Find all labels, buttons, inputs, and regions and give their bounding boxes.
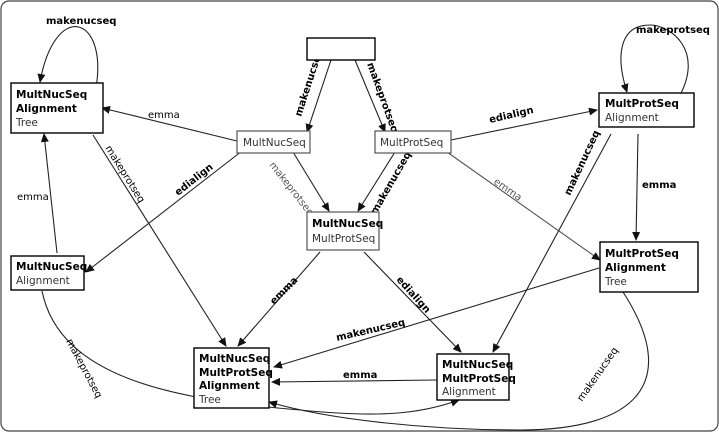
label-emma-bottom: emma xyxy=(343,370,377,381)
edge-center-to-bottom-right xyxy=(363,251,462,353)
node-prot-align-tree-line1: MultProtSeq xyxy=(605,248,679,260)
edge-root-to-multprotseq xyxy=(354,59,386,133)
node-multnucseq[interactable]: MultNucSeq xyxy=(236,130,311,154)
node-nuc-align-tree[interactable]: MultNucSeq Alignment Tree xyxy=(10,82,104,134)
node-nuc-align-line2: Alignment xyxy=(16,275,70,287)
edge-multnucseq-to-center xyxy=(292,151,330,212)
edge-center-to-bottom-left xyxy=(237,251,321,347)
node-nuc-align-tree-line1: MultNucSeq xyxy=(16,89,87,101)
edge-root-to-multnucseq xyxy=(305,59,332,133)
label-emma-center: emma xyxy=(268,275,300,307)
node-multprotseq-line1: MultProtSeq xyxy=(380,137,443,149)
label-edialign-center: edialign xyxy=(394,275,432,316)
node-nuc-prot-align-tree-line2: MultProtSeq xyxy=(199,367,273,379)
edge-multnucseq-to-nuc-align xyxy=(85,150,243,273)
label-makenucseq-right-curve: makenucseq xyxy=(575,346,620,404)
label-edialign-nuc: edialign xyxy=(173,162,215,199)
node-nuc-prot-align[interactable]: MultNucSeq MultProtSeq Alignment xyxy=(436,353,516,401)
edge-makeprotseq-loop xyxy=(620,24,689,98)
edge-nuc-align-to-nuc-align-tree xyxy=(40,133,58,254)
label-emma-prot-gray: emma xyxy=(491,176,523,203)
node-nuc-align[interactable]: MultNucSeq Alignment xyxy=(10,255,87,291)
edge-makenucseq-loop xyxy=(37,26,99,89)
node-prot-align-line2: Alignment xyxy=(605,112,659,124)
label-makenucseq-loop: makenucseq xyxy=(46,16,116,27)
node-prot-align-line1: MultProtSeq xyxy=(605,98,679,110)
node-nuc-prot-center-line2: MultProtSeq xyxy=(312,233,375,245)
edge-labels: makenucseq makeprotseq makenucseq makepr… xyxy=(17,16,710,404)
label-emma-left: emma xyxy=(17,192,49,203)
edge-prot-align-to-prot-align-tree xyxy=(632,133,641,241)
edge-multprotseq-to-center xyxy=(357,151,396,212)
edge-prot-align-to-nuc-prot-align xyxy=(492,133,612,353)
node-nuc-align-tree-line3: Tree xyxy=(15,117,38,129)
node-prot-align[interactable]: MultProtSeq Alignment xyxy=(598,92,695,128)
label-emma-prot: emma xyxy=(642,180,676,191)
label-makenucseq-tree-right: makenucseq xyxy=(335,317,406,344)
nodes: MultNucSeq MultProtSeq MultNucSeq MultPr… xyxy=(10,37,699,409)
node-nuc-align-tree-line2: Alignment xyxy=(16,103,77,115)
edge-multprotseq-to-prot-align xyxy=(450,107,598,141)
node-nuc-prot-align-tree-line1: MultNucSeq xyxy=(199,353,270,365)
label-makeprotseq-tree: makeprotseq xyxy=(102,144,146,205)
node-prot-align-tree-line2: Alignment xyxy=(605,262,666,274)
label-makeprotseq-nuc-center: makeprotseq xyxy=(267,160,316,218)
node-nuc-align-line1: MultNucSeq xyxy=(16,261,87,273)
node-nuc-prot-center-line1: MultNucSeq xyxy=(312,218,383,230)
node-nuc-prot-align-line1: MultNucSeq xyxy=(442,359,513,371)
node-nuc-prot-align-tree-line4: Tree xyxy=(198,394,221,406)
node-nuc-prot-align-line3: Alignment xyxy=(442,386,496,398)
edge-multnucseq-to-nuc-align-tree xyxy=(101,106,238,142)
node-multnucseq-line1: MultNucSeq xyxy=(243,137,306,149)
edge-nuc-align-tree-to-bottom-center xyxy=(92,134,227,347)
node-multprotseq[interactable]: MultProtSeq xyxy=(374,130,452,154)
node-prot-align-tree-line3: Tree xyxy=(604,276,627,288)
edge-prot-align-tree-to-bottom-left xyxy=(273,267,600,369)
label-edialign-prot: edialign xyxy=(488,105,535,126)
label-makeprotseq-left-curve: makeprotseq xyxy=(63,337,103,400)
node-root[interactable] xyxy=(306,37,376,61)
edge-bottom-right-to-bottom-left xyxy=(271,377,438,386)
node-nuc-prot-center[interactable]: MultNucSeq MultProtSeq xyxy=(306,211,383,251)
edges xyxy=(37,24,689,431)
label-emma-nuc: emma xyxy=(148,110,180,121)
node-nuc-prot-align-tree[interactable]: MultNucSeq MultProtSeq Alignment Tree xyxy=(193,347,273,409)
node-nuc-prot-align-tree-line3: Alignment xyxy=(199,380,260,392)
node-nuc-prot-align-line2: MultProtSeq xyxy=(442,373,516,385)
node-prot-align-tree[interactable]: MultProtSeq Alignment Tree xyxy=(599,241,699,293)
edge-multprotseq-to-prot-align-tree xyxy=(446,151,601,261)
label-makeprotseq-loop: makeprotseq xyxy=(636,25,710,36)
edge-prot-align-tree-curve-to-bottom-left xyxy=(268,291,650,431)
